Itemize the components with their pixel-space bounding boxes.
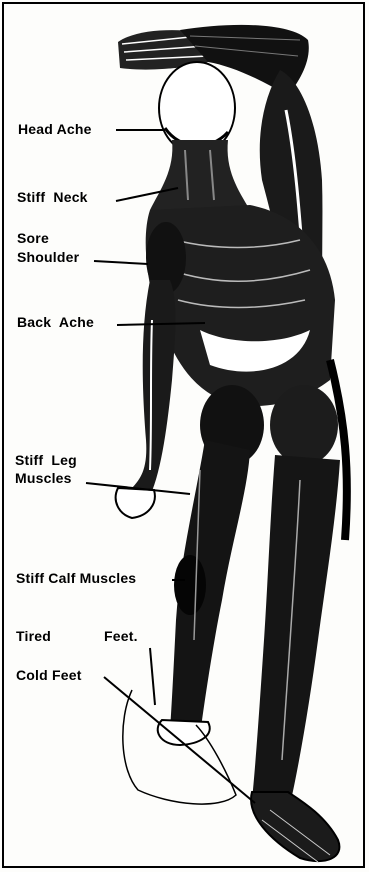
label-feet: Feet. [104,628,138,645]
hanging-hand [116,488,155,518]
label-sore-shoulder-line1: Sore [17,230,49,247]
right-leg [252,455,340,805]
label-stiff-calf-muscles: Stiff Calf Muscles [16,570,136,587]
label-tired: Tired [16,628,51,645]
label-sore-shoulder-line2: Shoulder [17,249,79,266]
label-stiff-leg-line2: Muscles [15,470,72,487]
label-head-ache: Head Ache [18,121,92,138]
hanging-arm [130,280,176,496]
neck [150,140,250,210]
label-stiff-neck: Stiff Neck [17,189,88,206]
label-back-ache: Back Ache [17,314,94,331]
label-stiff-leg-line1: Stiff Leg [15,452,77,469]
label-cold-feet: Cold Feet [16,667,82,684]
right-foot [251,792,339,861]
